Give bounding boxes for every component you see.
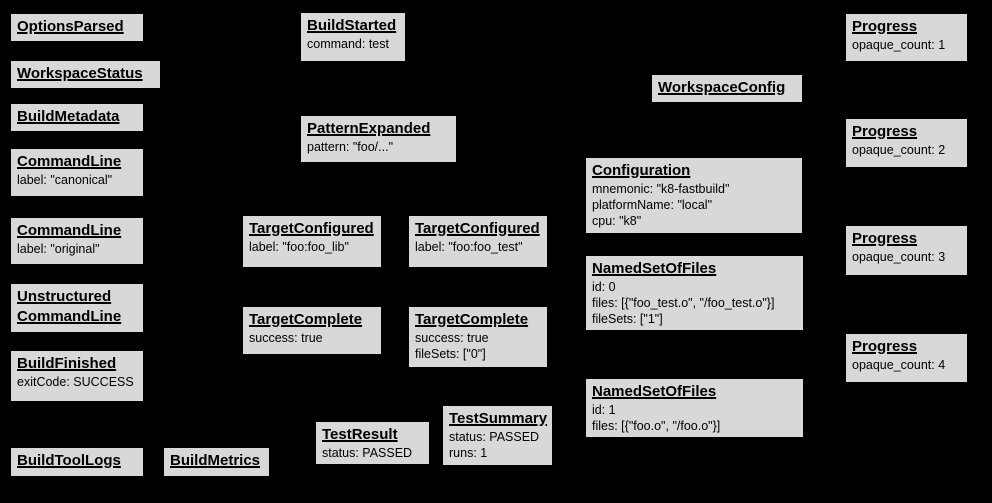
node-command-line-original: CommandLine label: "original" [10, 217, 144, 265]
node-test-result-title: TestResult [322, 426, 398, 443]
node-target-configured-foo-lib-line: label: "foo:foo_lib" [249, 240, 349, 254]
node-target-configured-foo-lib-title: TargetConfigured [249, 220, 374, 237]
node-named-set-of-files-1-line1: id: 1 [592, 403, 616, 417]
node-workspace-config-title: WorkspaceConfig [658, 79, 786, 96]
node-test-summary: TestSummary status: PASSED runs: 1 [442, 405, 553, 466]
node-build-metadata: BuildMetadata [10, 103, 144, 132]
node-named-set-of-files-0: NamedSetOfFiles id: 0 files: [{"foo_test… [585, 255, 804, 331]
node-named-set-of-files-0-line3: fileSets: ["1"] [592, 312, 663, 326]
node-test-summary-title: TestSummary [449, 410, 548, 427]
node-target-complete-foo-test-line1: success: true [415, 331, 489, 345]
node-named-set-of-files-1-line2: files: [{"foo.o", "/foo.o"}] [592, 419, 721, 433]
node-workspace-status: WorkspaceStatus [10, 60, 161, 89]
node-configuration-title: Configuration [592, 162, 691, 179]
node-progress-4-title: Progress [852, 338, 918, 355]
node-pattern-expanded-title: PatternExpanded [307, 120, 431, 137]
node-progress-3: Progress opaque_count: 3 [845, 225, 968, 276]
node-progress-3-line: opaque_count: 3 [852, 250, 946, 264]
node-build-tool-logs: BuildToolLogs [10, 447, 144, 477]
node-target-complete-foo-test-line2: fileSets: ["0"] [415, 347, 486, 361]
node-command-line-canonical: CommandLine label: "canonical" [10, 148, 144, 197]
node-test-result-line: status: PASSED [322, 446, 413, 460]
node-configuration-line2: platformName: "local" [592, 198, 713, 212]
node-pattern-expanded: PatternExpanded pattern: "foo/..." [300, 115, 457, 163]
node-configuration-line3: cpu: "k8" [592, 214, 642, 228]
node-target-complete-foo-test: TargetComplete success: true fileSets: [… [408, 306, 548, 368]
node-named-set-of-files-0-title: NamedSetOfFiles [592, 260, 717, 277]
node-named-set-of-files-1-title: NamedSetOfFiles [592, 383, 717, 400]
node-build-finished: BuildFinished exitCode: SUCCESS [10, 350, 144, 402]
node-named-set-of-files-0-line2: files: [{"foo_test.o", "/foo_test.o"}] [592, 296, 775, 310]
node-progress-4-line: opaque_count: 4 [852, 358, 946, 372]
node-build-started-title: BuildStarted [307, 17, 397, 34]
node-command-line-original-line: label: "original" [17, 242, 100, 256]
node-workspace-config: WorkspaceConfig [651, 74, 803, 103]
node-progress-1-line: opaque_count: 1 [852, 38, 946, 52]
node-test-summary-line2: runs: 1 [449, 446, 488, 460]
node-progress-1-title: Progress [852, 18, 918, 35]
node-named-set-of-files-0-line1: id: 0 [592, 280, 616, 294]
node-progress-2-line: opaque_count: 2 [852, 143, 946, 157]
node-build-metrics: BuildMetrics [163, 447, 270, 477]
node-command-line-canonical-line: label: "canonical" [17, 173, 113, 187]
node-target-complete-foo-test-title: TargetComplete [415, 311, 529, 328]
node-test-result: TestResult status: PASSED [315, 421, 430, 465]
node-configuration: Configuration mnemonic: "k8-fastbuild" p… [585, 157, 803, 234]
node-options-parsed: OptionsParsed [10, 13, 144, 42]
node-build-started-line: command: test [307, 37, 389, 51]
node-progress-3-title: Progress [852, 230, 918, 247]
node-target-configured-foo-test-title: TargetConfigured [415, 220, 540, 237]
node-options-parsed-title: OptionsParsed [17, 18, 124, 35]
node-progress-4: Progress opaque_count: 4 [845, 333, 968, 383]
node-target-complete-foo-lib-title: TargetComplete [249, 311, 363, 328]
node-command-line-canonical-title: CommandLine [17, 153, 122, 170]
node-build-finished-line: exitCode: SUCCESS [17, 375, 134, 389]
node-workspace-status-title: WorkspaceStatus [17, 65, 143, 82]
node-target-complete-foo-lib-line: success: true [249, 331, 323, 345]
node-named-set-of-files-1: NamedSetOfFiles id: 1 files: [{"foo.o", … [585, 378, 804, 438]
node-build-metrics-title: BuildMetrics [170, 452, 261, 469]
node-configuration-line1: mnemonic: "k8-fastbuild" [592, 182, 730, 196]
node-progress-2: Progress opaque_count: 2 [845, 118, 968, 168]
node-unstructured-command-line-title: Unstructured CommandLine [17, 288, 122, 325]
node-unstructured-command-line: Unstructured CommandLine [10, 283, 144, 333]
node-progress-2-title: Progress [852, 123, 918, 140]
node-build-started: BuildStarted command: test [300, 12, 406, 62]
node-build-metadata-title: BuildMetadata [17, 108, 120, 125]
node-pattern-expanded-line: pattern: "foo/..." [307, 140, 394, 154]
node-test-summary-line1: status: PASSED [449, 430, 540, 444]
node-command-line-original-title: CommandLine [17, 222, 122, 239]
node-build-finished-title: BuildFinished [17, 355, 117, 372]
node-progress-1: Progress opaque_count: 1 [845, 13, 968, 62]
node-target-configured-foo-lib: TargetConfigured label: "foo:foo_lib" [242, 215, 382, 268]
node-target-configured-foo-test-line: label: "foo:foo_test" [415, 240, 523, 254]
node-target-complete-foo-lib: TargetComplete success: true [242, 306, 382, 355]
node-target-configured-foo-test: TargetConfigured label: "foo:foo_test" [408, 215, 548, 268]
node-build-tool-logs-title: BuildToolLogs [17, 452, 121, 469]
